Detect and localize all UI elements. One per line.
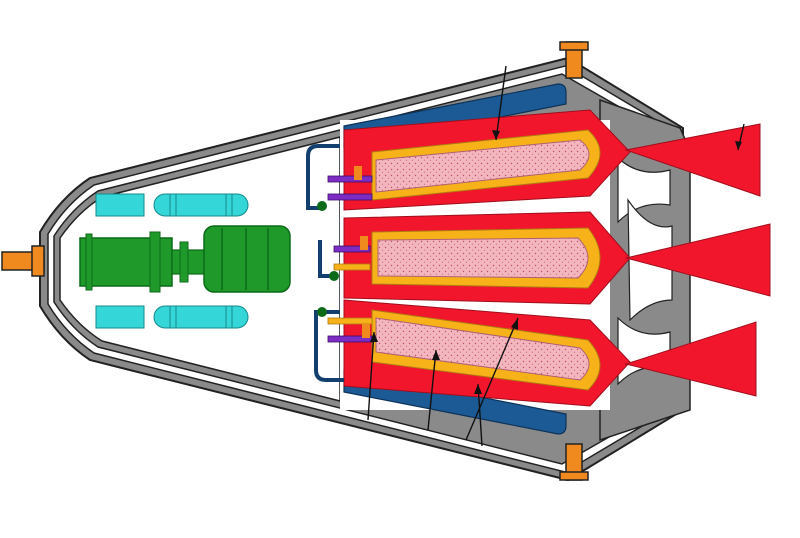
chamber-upper-core xyxy=(375,139,590,193)
arrow-icon xyxy=(367,331,375,421)
pump-lower xyxy=(317,307,327,317)
injector-lower-1 xyxy=(327,317,373,325)
feed-line-lower xyxy=(314,310,344,382)
chamber-upper xyxy=(343,109,631,211)
pump-middle xyxy=(329,271,339,281)
arrow-icon xyxy=(427,349,437,431)
feed-line-upper xyxy=(306,144,340,210)
tank-upper-left xyxy=(95,193,145,217)
turbine xyxy=(203,225,291,293)
injector-upper-1 xyxy=(327,175,373,183)
chamber-lower xyxy=(343,299,631,407)
nozzle-middle xyxy=(625,223,771,297)
nozzles xyxy=(624,123,771,397)
arrow-icon xyxy=(477,383,483,447)
chambers xyxy=(343,109,631,407)
tank-lower-left xyxy=(95,305,145,329)
arrow-icon xyxy=(495,65,507,141)
injector-middle-2 xyxy=(333,263,371,271)
bottom-mount-flange xyxy=(559,471,589,481)
nozzle-upper xyxy=(624,123,761,197)
chamber-middle xyxy=(343,211,631,305)
chamber-lower-core xyxy=(375,317,590,381)
mounts xyxy=(1,41,589,481)
top-mount-flange xyxy=(559,41,589,51)
tanks xyxy=(95,193,249,329)
pointer-arrows xyxy=(367,65,745,447)
feed-system xyxy=(306,144,373,382)
pump-upper xyxy=(317,201,327,211)
injector-middle-1 xyxy=(333,245,371,253)
tank-upper-right xyxy=(153,193,249,217)
nozzle-lower xyxy=(624,321,757,397)
injector-upper-2 xyxy=(327,193,373,201)
turbomachinery xyxy=(79,225,291,293)
tank-lower-right xyxy=(153,305,249,329)
chamber-middle-core xyxy=(377,237,589,279)
nose-bracket-tab xyxy=(31,245,45,277)
arrow-icon xyxy=(465,317,519,441)
